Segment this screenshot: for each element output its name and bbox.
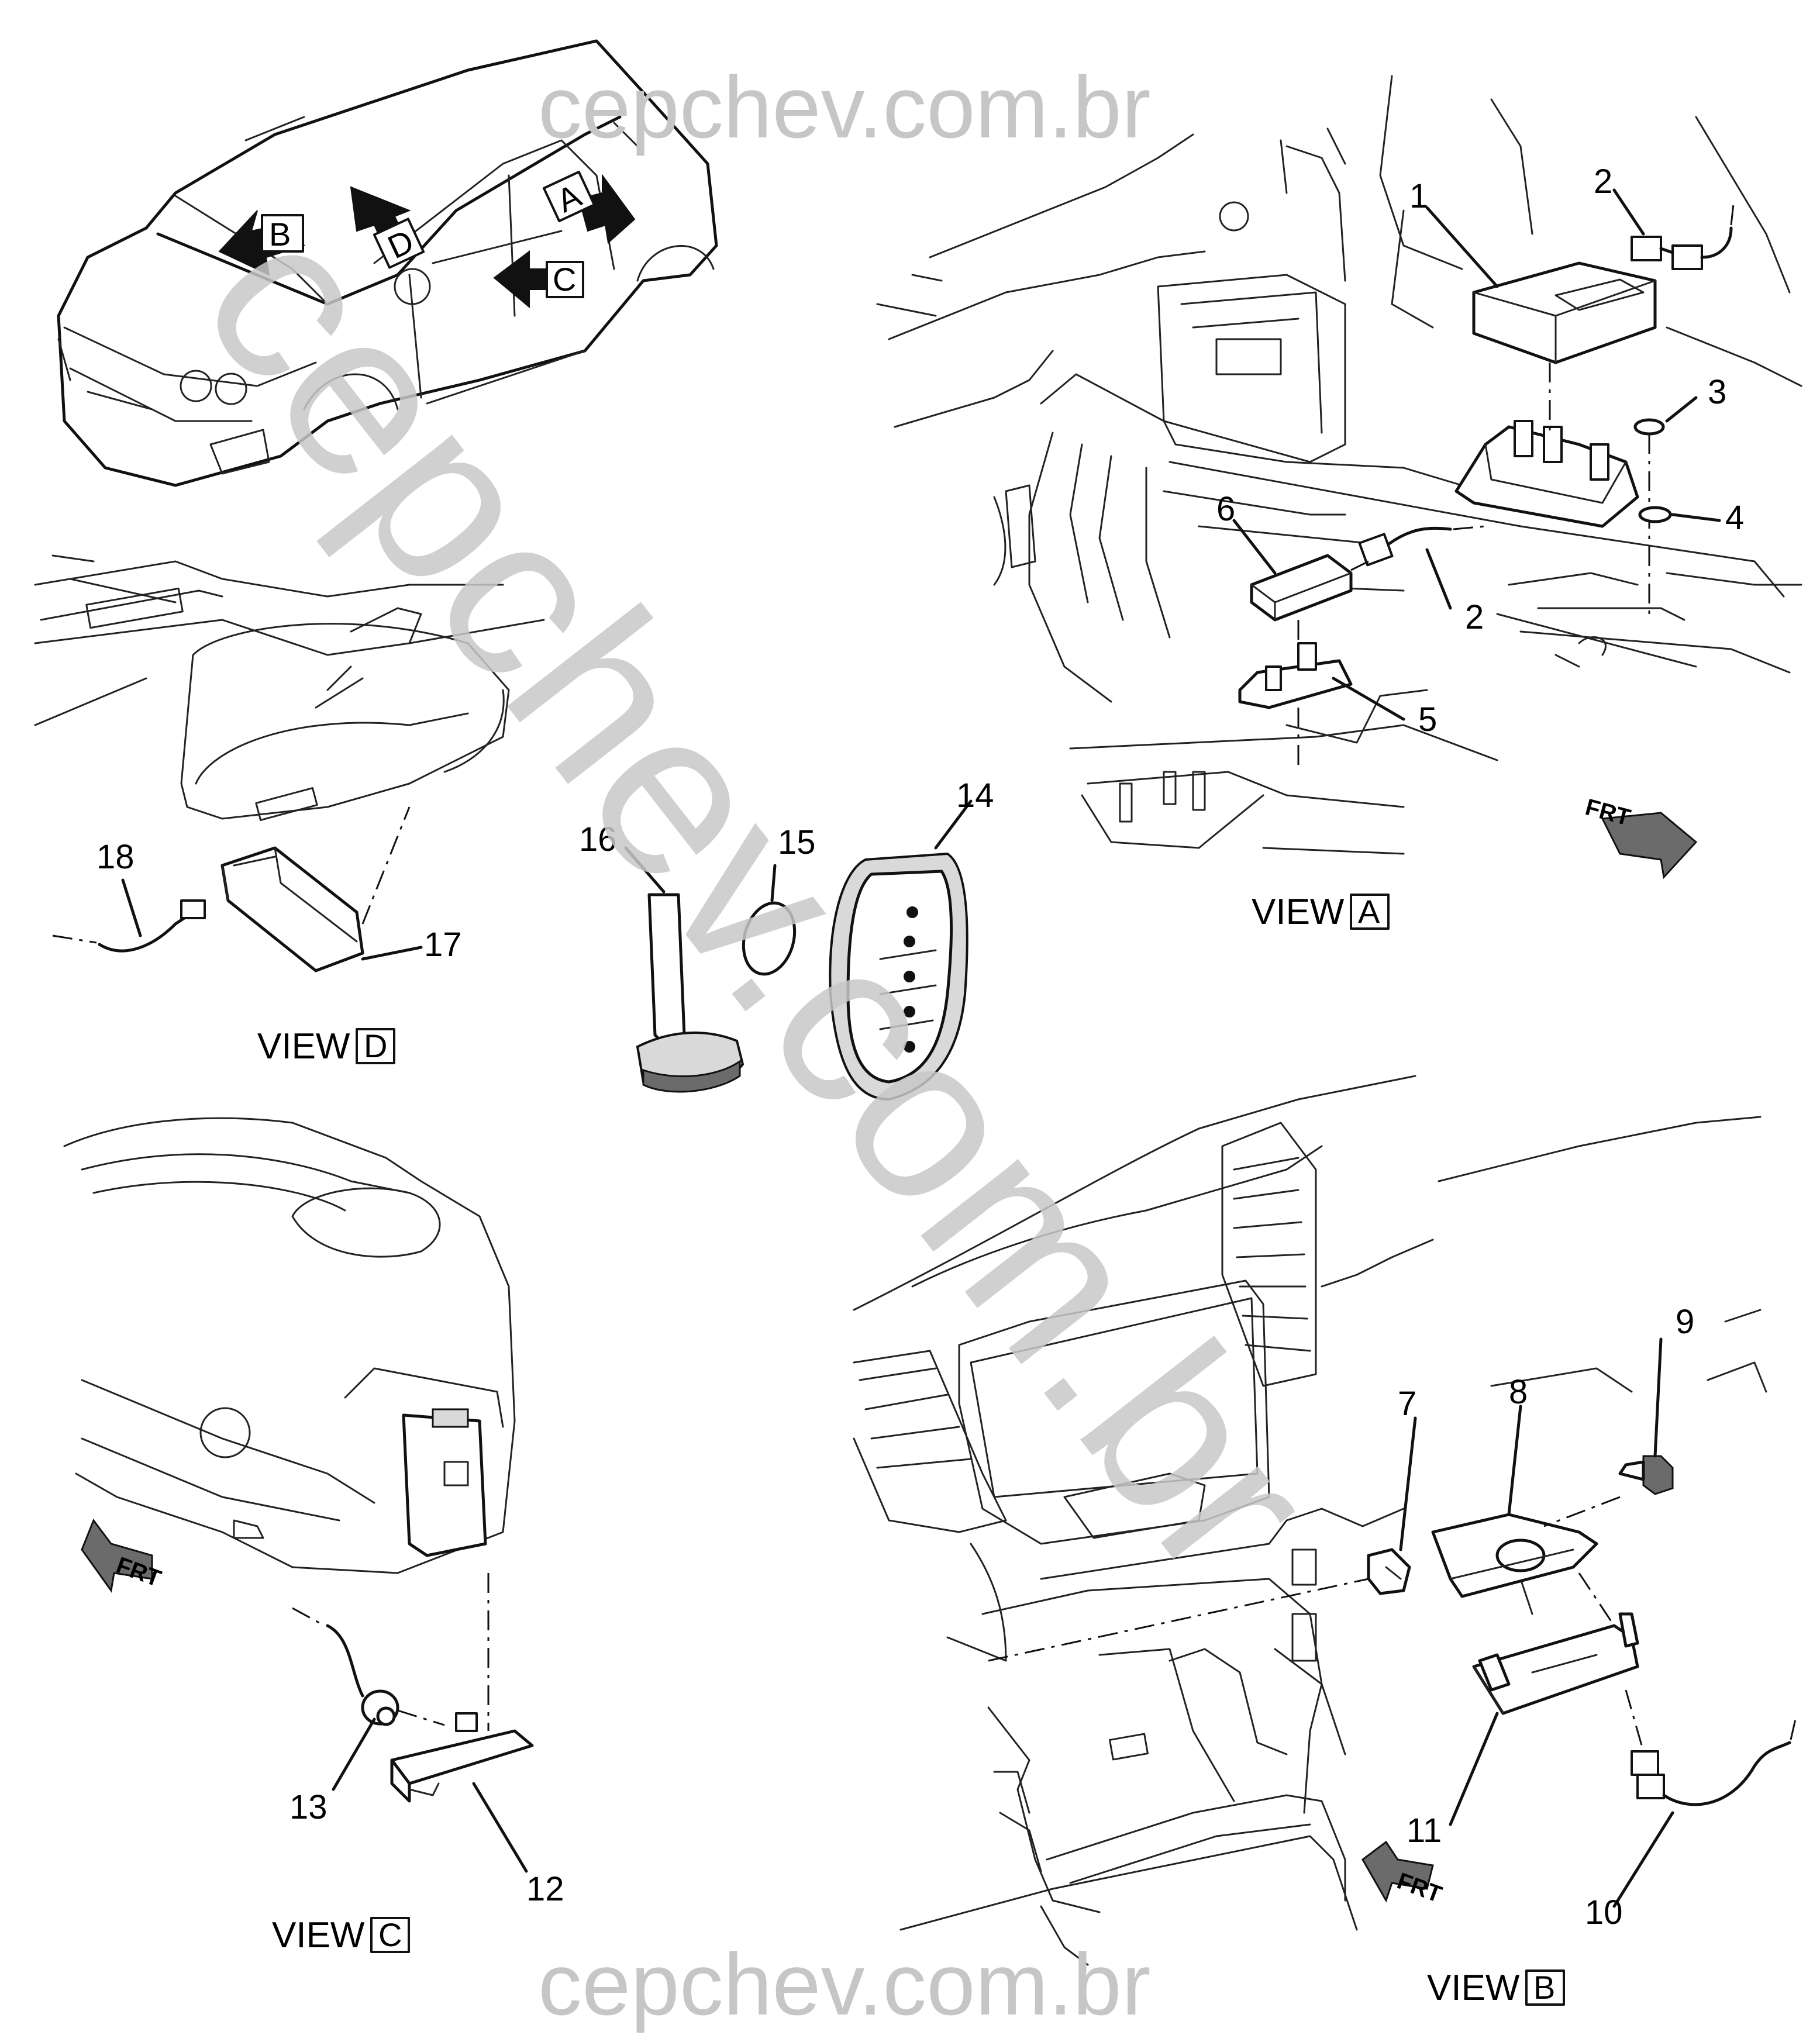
- part-13-connector: [292, 1607, 445, 1726]
- svg-text:VIEW: VIEW: [1252, 892, 1345, 932]
- callout-18: 18: [96, 838, 135, 876]
- callout-2-top: 2: [1594, 163, 1612, 201]
- part-1-bracket: [1454, 363, 1639, 528]
- callout-12: 12: [526, 1870, 564, 1908]
- vehicle-overview: [57, 39, 718, 487]
- part-4-fastener: [1638, 506, 1672, 523]
- svg-text:FRT: FRT: [1583, 794, 1633, 831]
- leader-lines: [121, 188, 1721, 1908]
- view-c-drawing: [63, 1117, 516, 1574]
- svg-text:B: B: [269, 216, 291, 253]
- arrow-icon: [493, 250, 547, 309]
- front-direction-icon: [1361, 1840, 1434, 1903]
- part-10-harness: [1625, 1689, 1797, 1806]
- part-1-module: [1472, 261, 1657, 364]
- part-8-bracket: [1431, 1513, 1598, 1598]
- view-arrow-a: A: [542, 170, 636, 244]
- svg-text:C: C: [378, 1916, 402, 1953]
- part-16-key-blade: [636, 893, 744, 1093]
- callout-3: 3: [1708, 373, 1726, 411]
- callout-9: 9: [1676, 1303, 1694, 1341]
- svg-text:A: A: [1358, 893, 1380, 930]
- view-arrow-b: B: [218, 210, 305, 276]
- callout-8: 8: [1509, 1373, 1528, 1411]
- watermark-top: cepchev.com.br: [538, 58, 1151, 156]
- callout-4: 4: [1725, 499, 1744, 537]
- part-18-harness: [52, 806, 411, 953]
- callout-16: 16: [579, 820, 617, 858]
- front-direction-icon: [1601, 812, 1698, 879]
- callout-10: 10: [1585, 1893, 1623, 1931]
- view-arrow-d: D: [350, 186, 425, 269]
- part-9-bolt: [1543, 1455, 1674, 1527]
- callout-7: 7: [1398, 1385, 1416, 1423]
- svg-text:D: D: [364, 1027, 387, 1064]
- callout-5: 5: [1418, 701, 1437, 739]
- arrow-icon: [578, 173, 636, 244]
- callout-11: 11: [1407, 1812, 1442, 1850]
- callout-13: 13: [289, 1788, 328, 1826]
- callout-17: 17: [424, 926, 462, 964]
- svg-text:VIEW: VIEW: [257, 1026, 350, 1067]
- callout-1: 1: [1409, 177, 1428, 215]
- part-17-sensor: [220, 846, 364, 972]
- part-11-module: [1472, 1572, 1639, 1715]
- svg-text:VIEW: VIEW: [1427, 1968, 1520, 2008]
- part-7-clip: [988, 1548, 1411, 1662]
- callout-2-mid: 2: [1465, 598, 1484, 636]
- part-3-nut: [1633, 418, 1665, 620]
- view-d-drawing: [34, 554, 545, 821]
- svg-text:B: B: [1533, 1969, 1555, 2006]
- view-label-a: VIEW A: [1252, 892, 1390, 932]
- view-c-front-arrow: FRT: [81, 1518, 164, 1593]
- watermark-bottom: cepchev.com.br: [538, 1935, 1151, 2033]
- view-arrow-c: C: [493, 250, 584, 309]
- callout-6: 6: [1216, 490, 1235, 528]
- part-15-battery: [742, 901, 797, 976]
- view-a-drawing: [876, 75, 1802, 855]
- callout-14: 14: [956, 777, 994, 815]
- svg-text:FRT: FRT: [1394, 1868, 1445, 1908]
- svg-text:VIEW: VIEW: [272, 1915, 365, 1955]
- part-2-connector-top: [1631, 198, 1735, 270]
- view-b-front-arrow: FRT: [1361, 1840, 1445, 1908]
- view-label-d: VIEW D: [257, 1026, 395, 1067]
- view-a-front-arrow: FRT: [1583, 794, 1698, 879]
- part-12-module: [390, 1573, 534, 1803]
- callout-15: 15: [778, 823, 816, 861]
- view-label-b: VIEW B: [1427, 1968, 1565, 2008]
- part-14-key-fob: [829, 852, 968, 1101]
- callout-numbers: 1 2 3 4 5 6 2 14 15 16 17 18 13 12 7 8 9…: [96, 163, 1744, 1931]
- svg-text:FRT: FRT: [113, 1552, 164, 1592]
- svg-text:C: C: [553, 261, 576, 298]
- view-label-c: VIEW C: [272, 1915, 410, 1955]
- front-direction-icon: [81, 1518, 153, 1593]
- part-5-bracket: [1238, 620, 1353, 766]
- view-b-drawing: [853, 1075, 1767, 1966]
- part-6-sensor: [1250, 525, 1486, 622]
